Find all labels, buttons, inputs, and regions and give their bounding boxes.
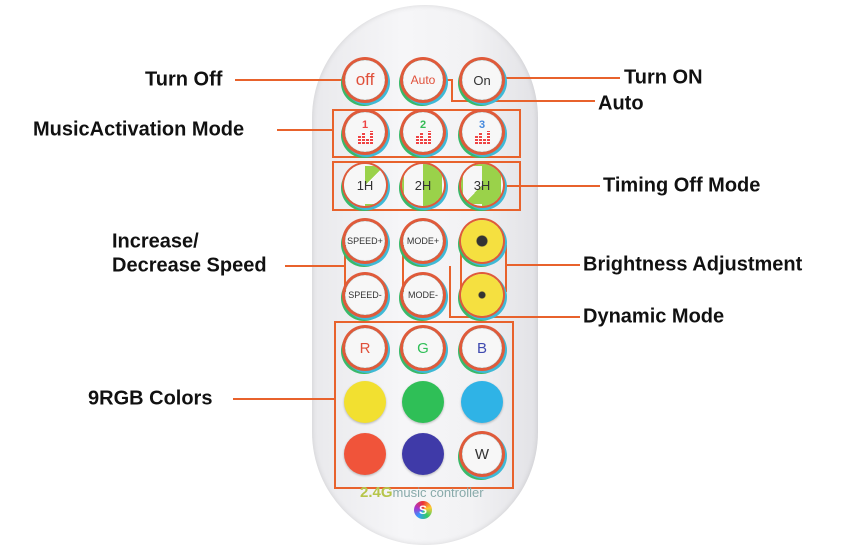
music-mode-1-button[interactable]: 1 [344, 111, 386, 153]
music-3-number: 3 [478, 119, 486, 131]
green-solid-button[interactable] [402, 381, 444, 423]
blue-button[interactable]: B [461, 327, 503, 369]
timer-3h-button[interactable]: 3H [461, 164, 503, 206]
brightness-up-button[interactable] [461, 220, 503, 262]
on-button[interactable]: On [461, 59, 503, 101]
red-button[interactable]: R [344, 327, 386, 369]
white-button[interactable]: W [461, 433, 503, 475]
music-mode-3-button[interactable]: 3 [461, 111, 503, 153]
box-colors [334, 321, 514, 489]
speed-up-button[interactable]: SPEED+ [344, 220, 386, 262]
label-turn-off: Turn Off [145, 68, 223, 91]
brand-suffix: music controller [392, 485, 484, 500]
box-music [332, 109, 521, 158]
label-speed-1: Increase/ [112, 230, 199, 253]
lightblue-button[interactable] [461, 381, 503, 423]
equalizer-icon [474, 130, 490, 144]
off-button[interactable]: off [344, 59, 386, 101]
music-mode-2-button[interactable]: 2 [402, 111, 444, 153]
green-button[interactable]: G [402, 327, 444, 369]
music-1-number: 1 [361, 119, 369, 131]
label-brightness: Brightness Adjustment [583, 253, 803, 276]
brightness-down-button[interactable] [461, 274, 503, 316]
label-auto: Auto [598, 92, 644, 115]
label-timing: Timing Off Mode [603, 174, 761, 197]
equalizer-icon [415, 130, 431, 144]
label-turn-on: Turn ON [624, 66, 703, 89]
equalizer-icon [357, 130, 373, 144]
orange-red-button[interactable] [344, 433, 386, 475]
yellow-button[interactable] [344, 381, 386, 423]
timer-2h-button[interactable]: 2H [402, 164, 444, 206]
mode-down-button[interactable]: MODE- [402, 274, 444, 316]
line-dynamic [449, 266, 580, 318]
brand-prefix: 2.4G [360, 484, 393, 501]
pair-brackets [344, 245, 507, 292]
music-2-number: 2 [419, 119, 427, 131]
line-auto [445, 79, 595, 102]
label-dynamic: Dynamic Mode [583, 305, 725, 328]
mode-up-button[interactable]: MODE+ [402, 220, 444, 262]
brand-text: 2.4Gmusic controller [360, 484, 484, 501]
speed-down-button[interactable]: SPEED- [344, 274, 386, 316]
brand-logo-icon: S [414, 501, 432, 519]
label-speed-2: Decrease Speed [112, 254, 267, 277]
timer-1h-button[interactable]: 1H [344, 164, 386, 206]
label-colors: 9RGB Colors [88, 387, 213, 410]
purple-button[interactable] [402, 433, 444, 475]
label-music: MusicActivation Mode [33, 118, 245, 141]
auto-button[interactable]: Auto [402, 59, 444, 101]
